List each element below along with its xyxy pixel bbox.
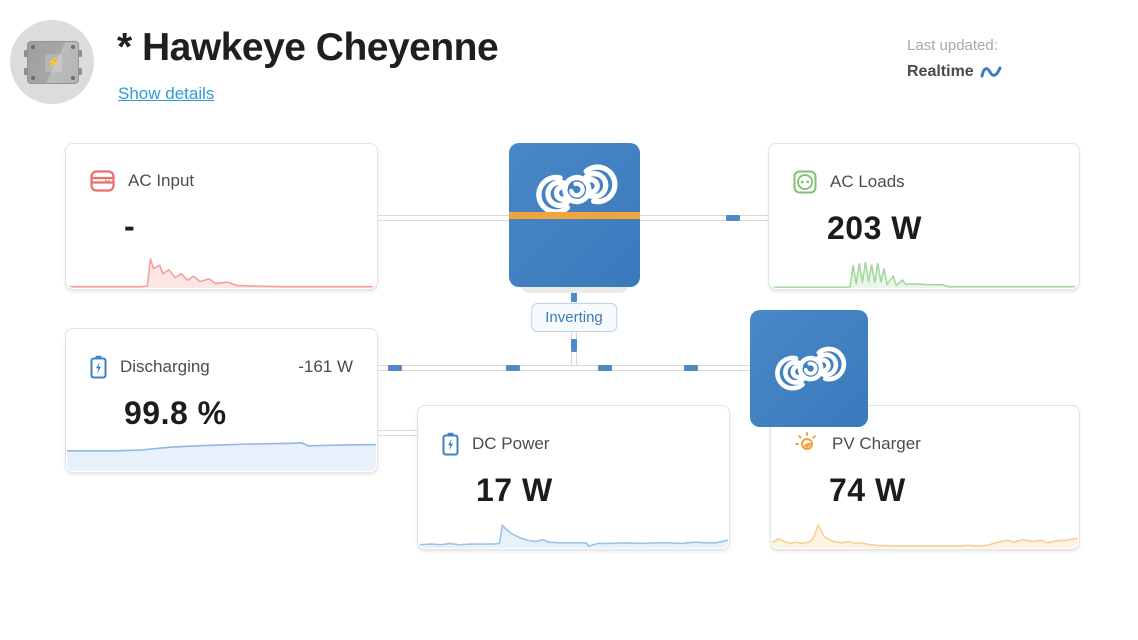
installation-avatar[interactable]: ⚡ <box>10 20 94 104</box>
ac-line-through-inverter <box>509 212 640 219</box>
card-value: 74 W <box>829 472 906 508</box>
pv-charger-card[interactable]: PV Charger 74 W <box>770 405 1080 550</box>
card-value: - <box>124 208 136 244</box>
sparkline-container <box>67 429 376 471</box>
battery-power-value: -161 W <box>298 357 353 376</box>
device-photo: ⚡ <box>24 41 82 84</box>
sparkline-container <box>772 483 1078 548</box>
flow-dash <box>726 215 740 221</box>
battery-icon <box>90 355 107 379</box>
ac-loads-card[interactable]: AC Loads 203 W <box>768 143 1080 290</box>
card-label: PV Charger <box>832 434 921 453</box>
wire-dc-bus <box>378 365 750 371</box>
realtime-text: Realtime <box>907 63 974 80</box>
flow-dash <box>598 365 612 371</box>
page-title: * Hawkeye Cheyenne <box>117 26 499 69</box>
ac-input-sparkline <box>67 223 376 288</box>
card-label: AC Loads <box>830 172 905 191</box>
battery-soc-sparkline <box>67 429 376 471</box>
pv-charger-sparkline <box>772 483 1078 548</box>
flow-dash <box>506 365 520 371</box>
ac-input-card[interactable]: AC Input - <box>65 143 378 290</box>
realtime-pulse-icon <box>980 66 1002 78</box>
lightning-icon: ⚡ <box>45 54 62 72</box>
dc-power-sparkline <box>419 483 728 548</box>
card-label: Discharging <box>120 357 210 376</box>
power-socket-icon <box>793 170 817 194</box>
battery-icon <box>442 432 459 456</box>
ac-loads-sparkline <box>770 223 1078 288</box>
sparkline-container <box>67 223 376 288</box>
inverter-status-badge: Inverting <box>531 303 617 332</box>
battery-card[interactable]: Discharging -161 W 99.8 % <box>65 328 378 473</box>
card-value: 17 W <box>476 472 553 508</box>
card-label: AC Input <box>128 171 195 190</box>
flow-dash <box>571 289 577 302</box>
flow-dash <box>571 339 577 352</box>
sparkline-container <box>770 223 1078 288</box>
victron-logo-icon <box>775 346 847 390</box>
flow-dash <box>388 365 402 371</box>
last-updated-value: Realtime <box>907 63 1002 81</box>
last-updated-label: Last updated: <box>907 37 998 54</box>
victron-logo-icon <box>535 164 617 215</box>
card-value: 99.8 % <box>124 395 227 431</box>
wire-battery-to-dcpower <box>378 430 417 436</box>
ac-input-icon <box>90 170 115 192</box>
sun-icon <box>795 432 819 456</box>
flow-dash <box>684 365 698 371</box>
show-details-link[interactable]: Show details <box>118 84 215 103</box>
card-value: 203 W <box>827 210 922 246</box>
card-label: DC Power <box>472 434 550 453</box>
sparkline-container <box>419 483 728 548</box>
pv-charger-device-box[interactable] <box>750 310 868 427</box>
dc-power-card[interactable]: DC Power 17 W <box>417 405 730 550</box>
